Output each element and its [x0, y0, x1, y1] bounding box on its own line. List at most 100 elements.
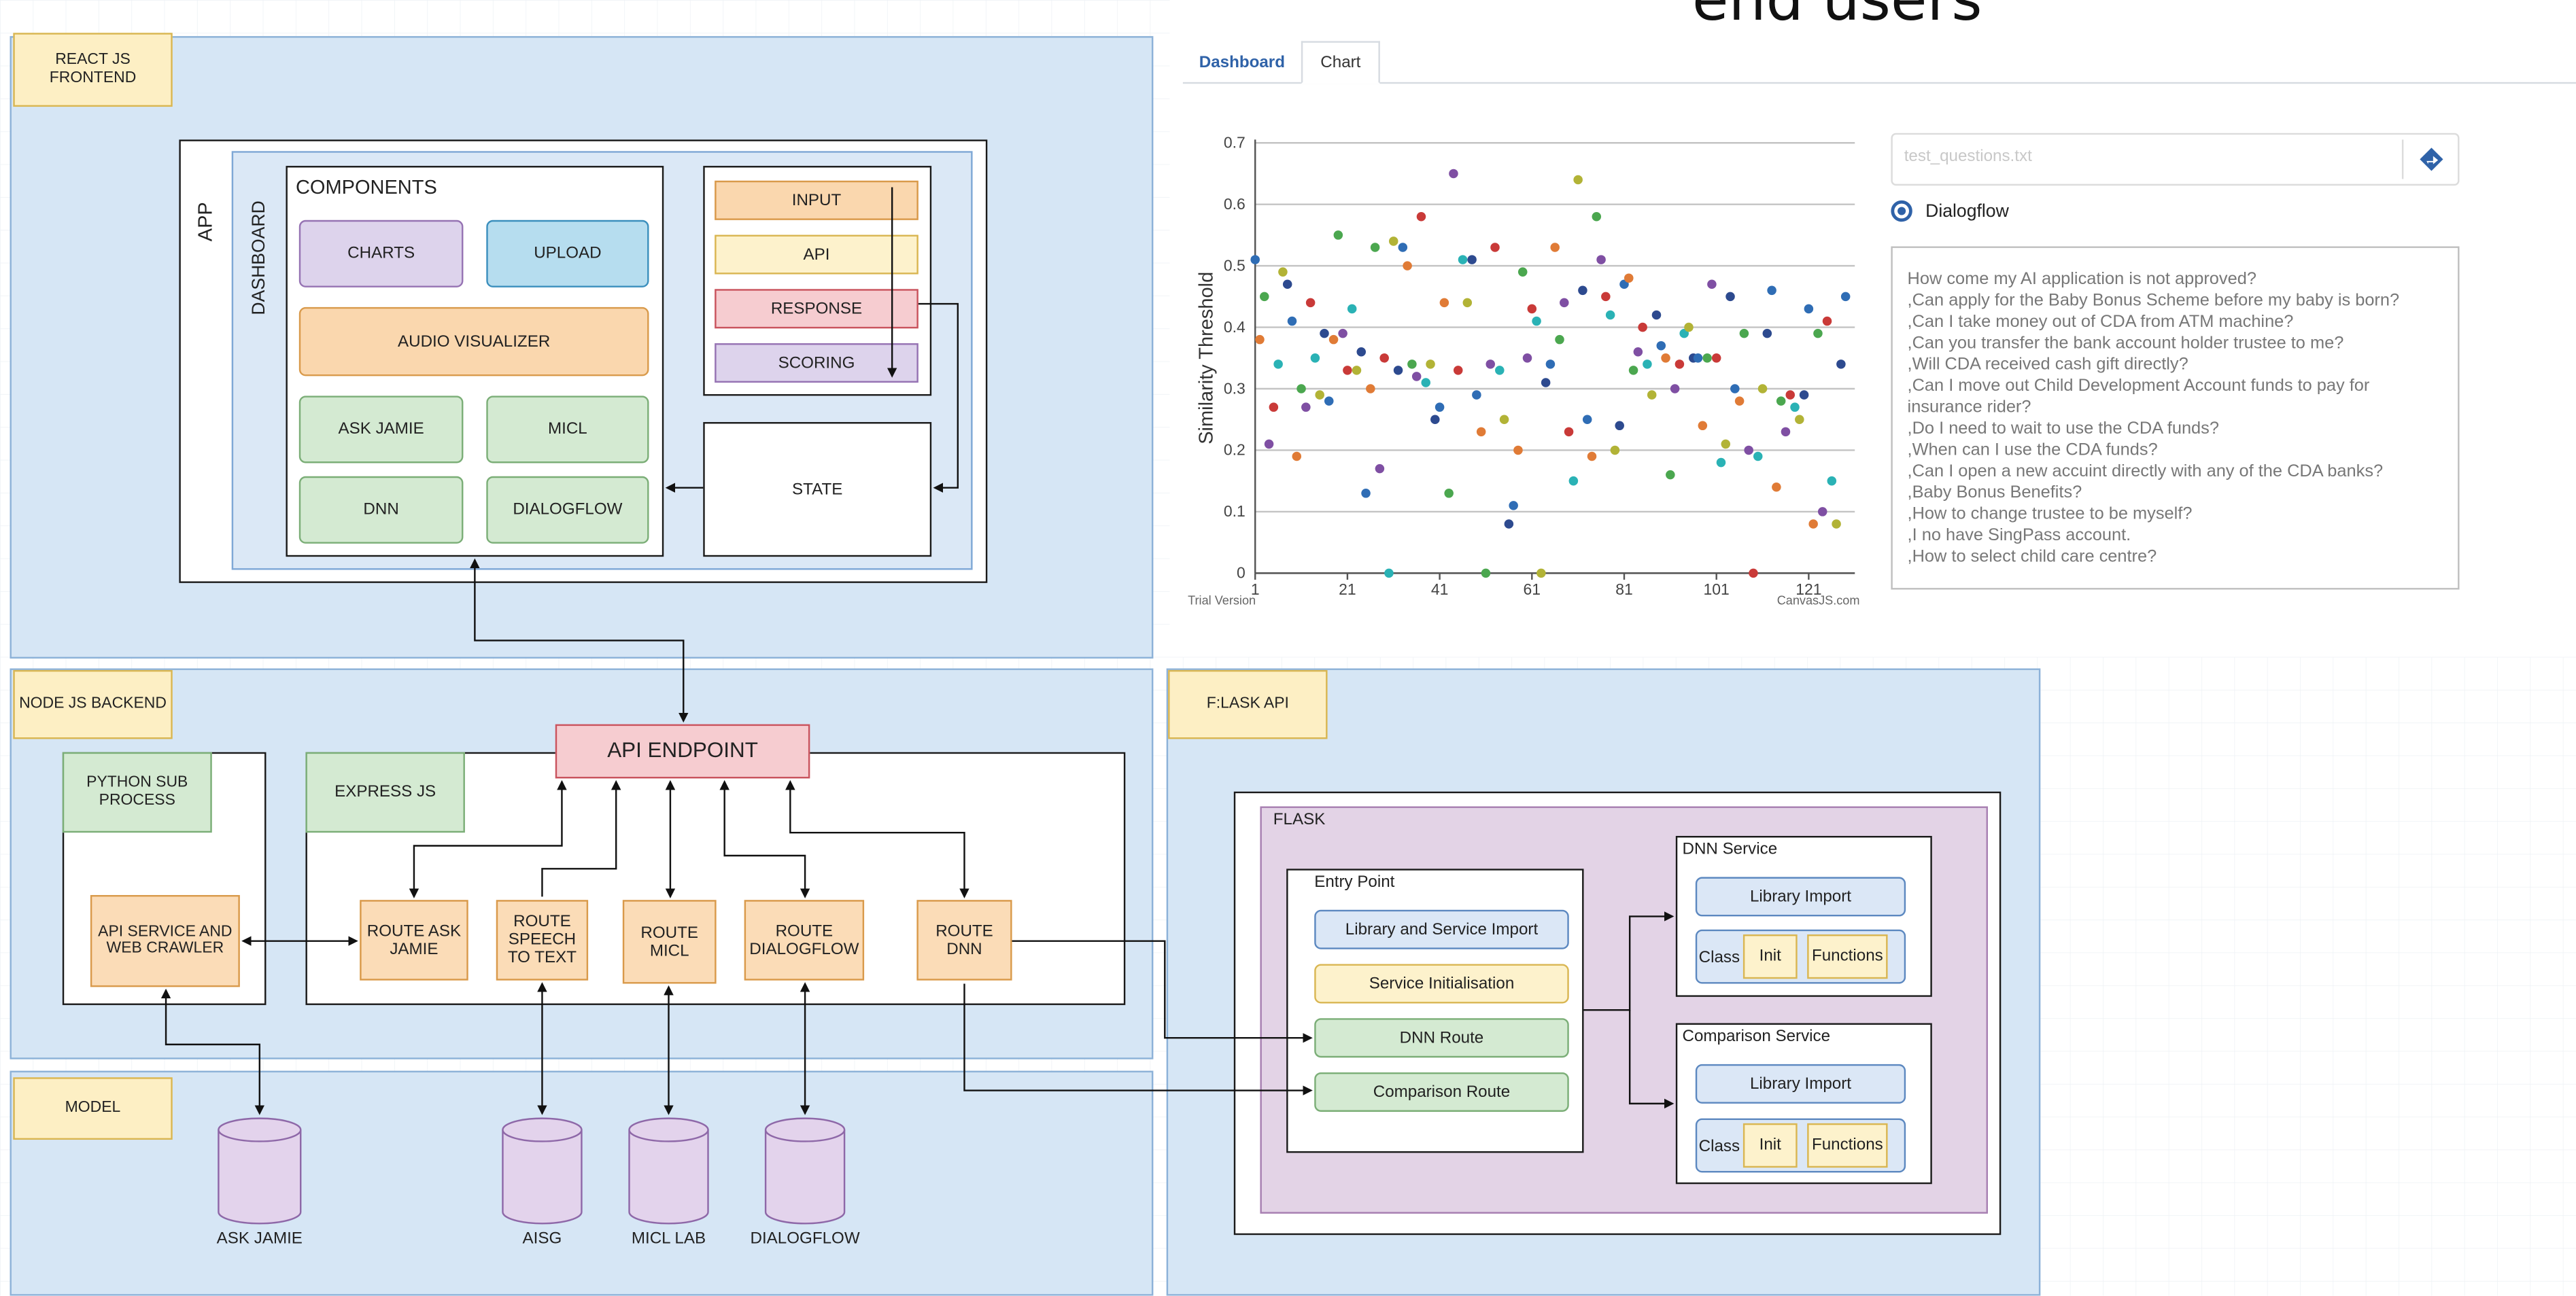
- scatter-point: [1532, 316, 1541, 326]
- scatter-point: [1347, 304, 1357, 314]
- scatter-point: [1366, 384, 1375, 393]
- scatter-point: [1490, 243, 1500, 252]
- scatter-point: [1499, 415, 1509, 425]
- dnn-service-title: DNN Service: [1682, 841, 1778, 859]
- backend-label: NODE JS BACKEND: [13, 669, 173, 739]
- frontend-label: REACT JS FRONTEND: [13, 33, 173, 107]
- scatter-point: [1804, 304, 1814, 314]
- scatter-point: [1582, 415, 1592, 425]
- scatter-point: [1310, 353, 1320, 363]
- scatter-point: [1292, 451, 1302, 461]
- file-input-placeholder: test_questions.txt: [1904, 147, 2032, 167]
- scatter-point: [1486, 360, 1495, 369]
- dialogflow-radio[interactable]: [1891, 200, 1912, 222]
- library-service-import: Library and Service Import: [1314, 909, 1569, 949]
- y-tick-label: 0.7: [1224, 133, 1246, 151]
- scatter-point: [1250, 255, 1260, 264]
- scatter-point: [1564, 427, 1574, 437]
- scatter-point: [1767, 285, 1776, 296]
- scatter-point: [1453, 366, 1463, 375]
- question-line: ,Will CDA received cash gift directly?: [1907, 354, 2188, 374]
- diamond-arrow-icon[interactable]: [2417, 145, 2446, 174]
- route-dialogflow: ROUTE DIALOGFLOW: [744, 900, 865, 981]
- scatter-point: [1504, 519, 1514, 529]
- response-step: RESPONSE: [715, 289, 918, 329]
- scatter-point: [1633, 347, 1643, 357]
- question-line: ,Can I take money out of CDA from ATM ma…: [1907, 312, 2294, 332]
- tab-dashboard[interactable]: Dashboard: [1199, 53, 1285, 72]
- tab-chart[interactable]: Chart: [1301, 41, 1380, 84]
- dialogflow-component: DIALOGFLOW: [486, 476, 649, 544]
- database-label-micl-lab: MICL LAB: [631, 1229, 706, 1248]
- file-input-box[interactable]: [1891, 133, 2460, 186]
- scatter-point: [1517, 267, 1528, 277]
- questions-textarea[interactable]: How come my AI application is not approv…: [1891, 246, 2460, 590]
- scatter-point: [1656, 340, 1666, 351]
- scatter-point: [1476, 427, 1486, 437]
- scatter-point: [1832, 519, 1841, 529]
- dnn-functions: Functions: [1807, 934, 1888, 979]
- charts-component: CHARTS: [298, 220, 464, 287]
- scatter-point: [1721, 439, 1731, 449]
- database-label-dialogflow: DIALOGFLOW: [750, 1229, 860, 1248]
- api-service-web-crawler: API SERVICE AND WEB CRAWLER: [90, 894, 240, 987]
- dnn-route: DNN Route: [1314, 1018, 1569, 1058]
- comparison-service-title: Comparison Service: [1682, 1028, 1831, 1047]
- scatter-point: [1725, 292, 1735, 302]
- scoring-step: SCORING: [715, 343, 918, 383]
- x-tick-label: 21: [1339, 580, 1356, 598]
- database-label-ask-jamie: ASK JAMIE: [216, 1229, 303, 1248]
- scatter-point: [1601, 292, 1611, 302]
- scatter-point: [1772, 482, 1781, 492]
- scatter-point: [1352, 366, 1362, 375]
- scatter-point: [1379, 353, 1389, 363]
- scatter-point: [1596, 255, 1606, 264]
- question-line: ,Can apply for the Baby Bonus Scheme bef…: [1907, 290, 2400, 311]
- scatter-point: [1338, 328, 1347, 338]
- scatter-point: [1458, 255, 1468, 264]
- scatter-point: [1661, 353, 1670, 363]
- scatter-point: [1643, 360, 1652, 369]
- scatter-point: [1711, 353, 1721, 363]
- y-tick-label: 0.4: [1224, 318, 1246, 336]
- scatter-point: [1264, 439, 1274, 449]
- scatter-point: [1545, 360, 1556, 369]
- scatter-point: [1753, 451, 1763, 461]
- scatter-point: [1273, 360, 1283, 369]
- scatter-point: [1744, 445, 1753, 455]
- scatter-point: [1670, 384, 1680, 393]
- database-icon-micl-lab: [628, 1117, 709, 1225]
- comparison-library-import: Library Import: [1695, 1064, 1906, 1104]
- scatter-point: [1278, 267, 1288, 277]
- chart-watermark-right: CanvasJS.com: [1777, 593, 1860, 607]
- file-input-separator: [2401, 139, 2404, 179]
- question-line: ,I no have SingPass account.: [1907, 525, 2131, 546]
- cropped-heading: end users: [1691, 0, 1982, 35]
- scatter-point: [1822, 316, 1832, 326]
- question-line: How come my AI application is not approv…: [1907, 269, 2256, 290]
- database-icon-ask-jamie: [218, 1117, 302, 1225]
- question-line: insurance rider?: [1907, 397, 2031, 417]
- scatter-point: [1388, 237, 1398, 246]
- python-sub-process-label: PYTHON SUB PROCESS: [62, 752, 212, 833]
- comparison-init: Init: [1742, 1123, 1798, 1168]
- scatter-point: [1393, 366, 1403, 375]
- scatter-point: [1296, 384, 1306, 393]
- service-initialisation: Service Initialisation: [1314, 964, 1569, 1004]
- scatter-point: [1328, 334, 1339, 345]
- scatter-point: [1817, 507, 1827, 516]
- question-line: ,Do I need to wait to use the CDA funds?: [1907, 419, 2219, 439]
- scatter-point: [1513, 445, 1523, 455]
- x-tick-label: 121: [1796, 580, 1821, 598]
- scatter-point: [1739, 328, 1749, 338]
- upload-component: UPLOAD: [486, 220, 649, 287]
- x-tick-label: 61: [1524, 580, 1541, 598]
- scatter-point: [1375, 463, 1385, 474]
- dnn-init: Init: [1742, 934, 1798, 979]
- scatter-point: [1587, 451, 1597, 461]
- x-tick-label: 81: [1615, 580, 1633, 598]
- scatter-point: [1827, 476, 1837, 486]
- scatter-point: [1315, 390, 1324, 400]
